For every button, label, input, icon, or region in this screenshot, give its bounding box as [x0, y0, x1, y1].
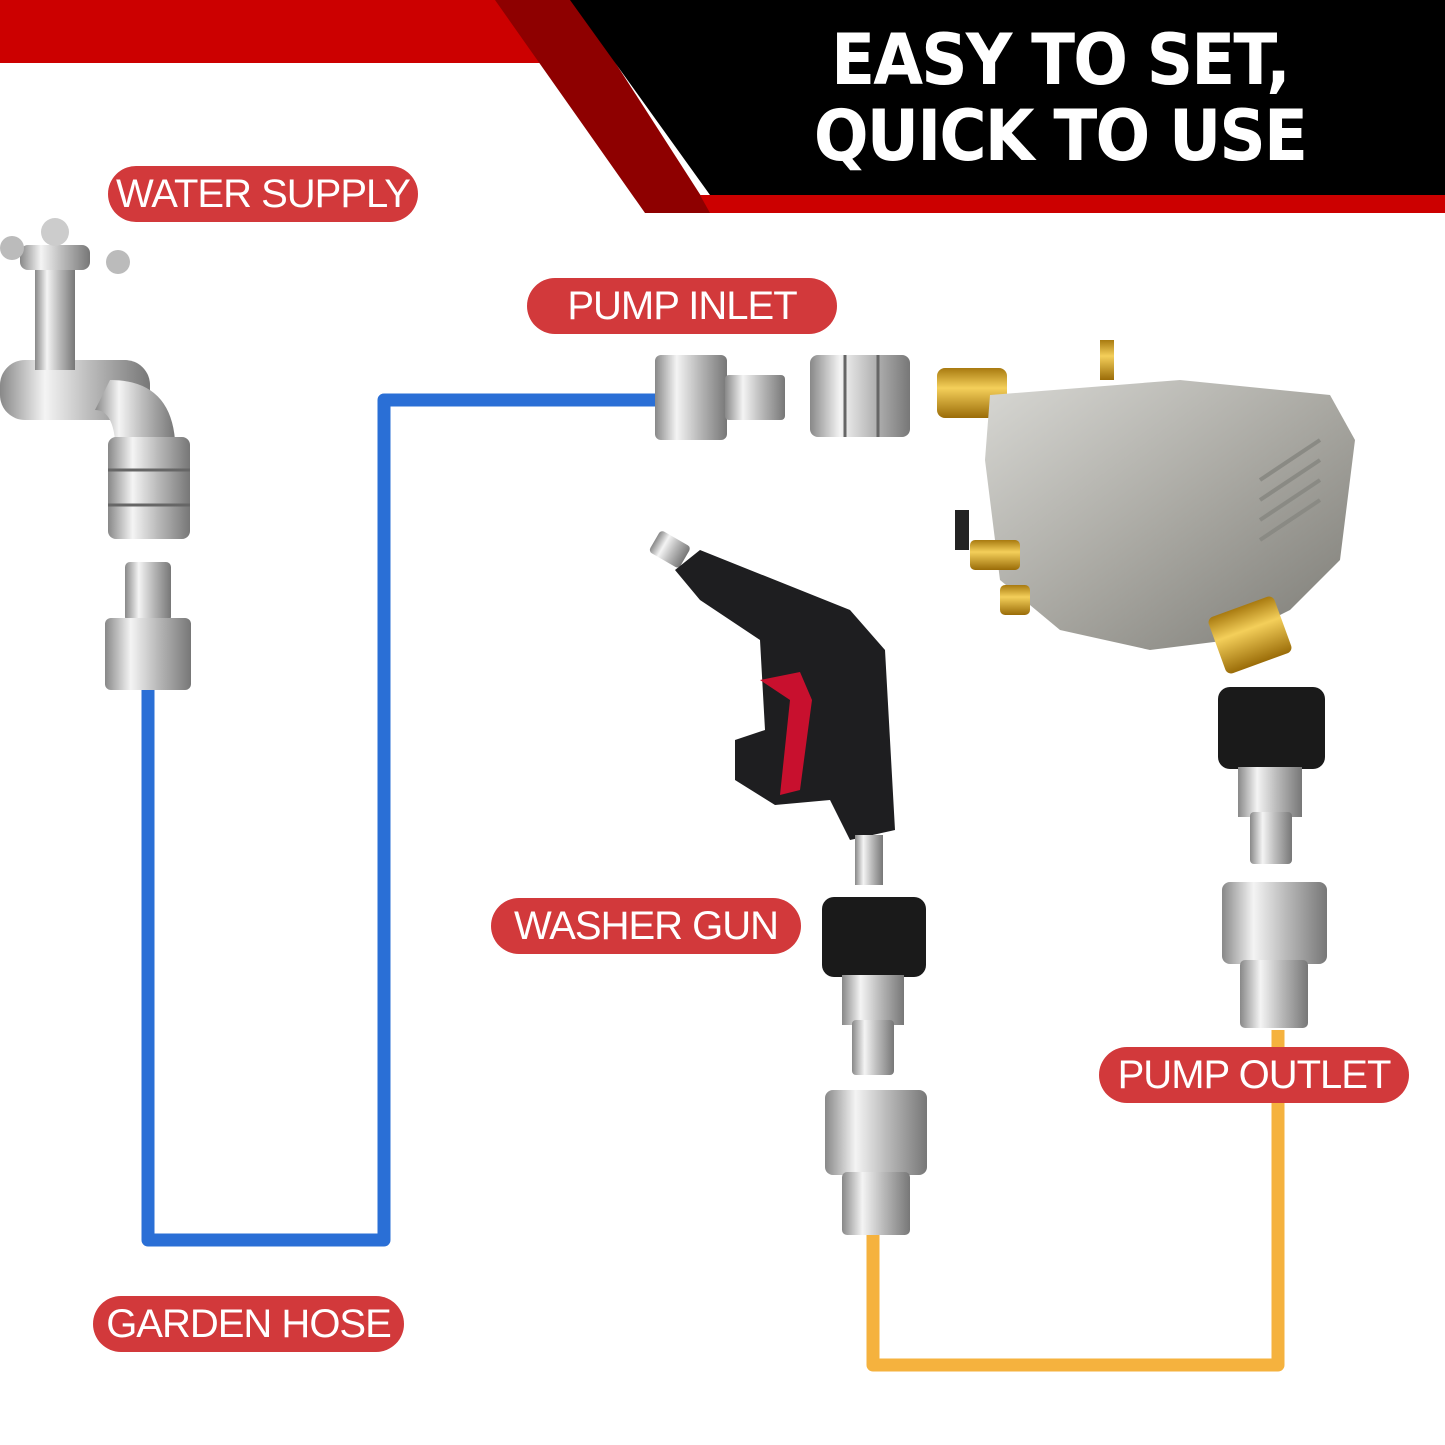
label-washer-gun: WASHER GUN: [491, 898, 801, 954]
headline-line2: QUICK TO USE: [813, 95, 1308, 177]
m22-coupler-pump-icon: [1218, 687, 1325, 864]
label-pump-inlet: PUMP INLET: [527, 278, 837, 334]
inlet-coupler-icon: [810, 355, 910, 437]
coupler-gun-icon: [825, 1090, 927, 1235]
headline: EASY TO SET, QUICK TO USE: [784, 22, 1336, 174]
high-pressure-hose: [866, 1030, 1285, 1372]
m22-coupler-gun-icon: [822, 897, 926, 1075]
pressure-washer-pump-icon: [937, 340, 1355, 674]
label-pump-outlet: PUMP OUTLET: [1099, 1047, 1409, 1103]
spray-gun-icon: [649, 531, 895, 885]
label-garden-hose: GARDEN HOSE: [93, 1296, 404, 1352]
quick-connect-plug-icon: [105, 562, 191, 690]
label-water-supply: WATER SUPPLY: [108, 166, 418, 222]
garden-hose: [141, 393, 662, 1247]
header-banner: [0, 0, 1445, 213]
coupler-pump-icon: [1222, 882, 1327, 1028]
quick-connect-coupler-icon: [108, 437, 190, 539]
inlet-plug-icon: [655, 355, 785, 440]
headline-line1: EASY TO SET,: [831, 19, 1291, 101]
faucet-icon: [0, 218, 175, 440]
